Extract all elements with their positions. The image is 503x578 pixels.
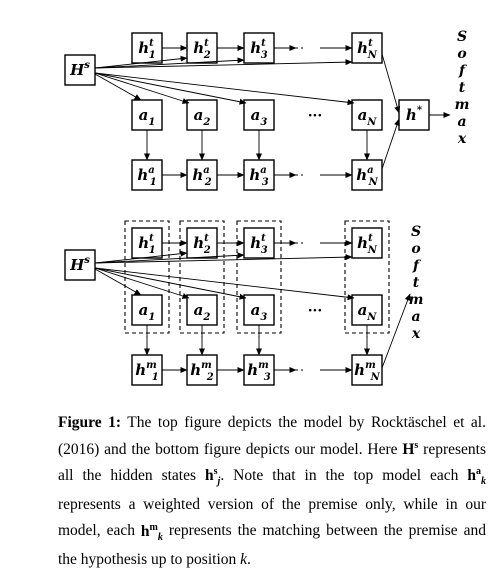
top_diagram-hstar-node-label: h* <box>406 105 423 124</box>
bottom_diagram-hs-node <box>64 249 96 281</box>
caption-label: Figure 1: <box>58 414 122 431</box>
caption-text: represents a weighted version of the pre… <box>58 495 486 540</box>
bottom_diagram-softmax-letter: S <box>411 224 421 240</box>
bottom_diagram-softmax-letter: t <box>413 275 420 291</box>
bottom_diagram-attn-arrow <box>94 267 247 300</box>
bottom_diagram-attn-arrow <box>94 267 355 301</box>
bottom_diagram-attn-arrow <box>94 254 353 264</box>
top_diagram-softmax-letter: f <box>458 63 468 79</box>
bottom_diagram-softmax-letter: m <box>409 292 424 308</box>
top_diagram-attn-arrow <box>94 57 245 69</box>
math-ha: hak <box>467 466 486 488</box>
top_diagram-softmax-letter: x <box>457 131 467 147</box>
top_diagram-softmax-letter: t <box>459 80 466 96</box>
bottom_diagram-attn-arrow <box>94 252 245 264</box>
bottom_diagram-node-a-n-label: aN <box>358 301 378 323</box>
caption-text: The top figure depicts the model by Rock… <box>58 414 486 458</box>
top_diagram-softmax-letter: o <box>457 46 466 62</box>
bottom_diagram-attn-arrow <box>94 267 190 299</box>
bottom_diagram-node-a-3-label: a3 <box>251 301 268 323</box>
bottom_diagram-softmax-letter: x <box>411 326 421 342</box>
bottom_diagram-attn-arrow <box>94 268 142 296</box>
top_diagram-attn-arrow <box>94 59 353 69</box>
math-hs: hsj <box>205 466 221 488</box>
top_diagram-node-a-1-label: a1 <box>139 106 156 128</box>
bottom_diagram-node-a-n <box>351 294 383 326</box>
top_diagram-node-ha-n <box>351 159 383 191</box>
caption-text: . <box>247 551 251 569</box>
caption-text: represents all the hidden states <box>58 440 486 485</box>
bottom_diagram-node-a-1-label: a1 <box>139 301 156 323</box>
bottom_diagram-arrow-to-softmax <box>381 293 411 369</box>
caption-text: represents the matching between the prem… <box>58 522 486 569</box>
top_diagram-attn-arrow <box>94 72 190 104</box>
bottom_diagram-attn-arrow <box>94 250 188 264</box>
top_diagram-softmax-letter: S <box>457 29 467 45</box>
top_diagram-softmax-letter: a <box>457 114 466 130</box>
bottom_diagram-node-a-1 <box>131 294 163 326</box>
bottom_diagram-node-a-2 <box>186 294 218 326</box>
math-hm: hmk <box>140 521 163 543</box>
top_diagram-hs-node <box>64 54 96 86</box>
bottom_diagram-ellipsis: ··· <box>308 303 323 319</box>
top_diagram-arrow-to-hstar <box>381 118 400 170</box>
bottom_diagram-softmax-letter: a <box>411 309 420 325</box>
top_diagram-node-a-n <box>351 99 383 131</box>
top_diagram-ellipsis: ··· <box>308 108 323 124</box>
top_diagram-softmax-letter: m <box>455 97 470 113</box>
bottom_diagram-softmax-letter: o <box>411 241 420 257</box>
top_diagram-node-a-2 <box>186 99 218 131</box>
bottom_diagram-node-a-2-label: a2 <box>194 301 211 323</box>
top_diagram-node-a-3-label: a3 <box>251 106 268 128</box>
top_diagram-arrow-to-hstar <box>381 53 401 114</box>
caption-text: . Note that in the top model each <box>220 467 468 485</box>
top_diagram-attn-arrow <box>94 55 188 69</box>
bottom_diagram-node-ht-n <box>351 227 383 259</box>
math-H: Hs <box>402 439 419 458</box>
top_diagram-node-ht-n <box>351 32 383 64</box>
top_diagram-node-a-2-label: a2 <box>194 106 211 128</box>
math-k: k <box>240 551 248 569</box>
top_diagram-attn-arrow <box>94 73 142 101</box>
top_diagram-attn-arrow <box>94 72 247 105</box>
top_diagram-attn-arrow <box>94 72 355 106</box>
bottom_diagram-softmax-letter: f <box>412 258 422 274</box>
figure-caption: Figure 1: The top figure depicts the mod… <box>58 412 486 572</box>
top_diagram-hs-node-label: Hs <box>69 60 90 79</box>
bottom_diagram-hs-node-label: Hs <box>69 255 90 274</box>
top_diagram-node-a-n-label: aN <box>358 106 378 128</box>
